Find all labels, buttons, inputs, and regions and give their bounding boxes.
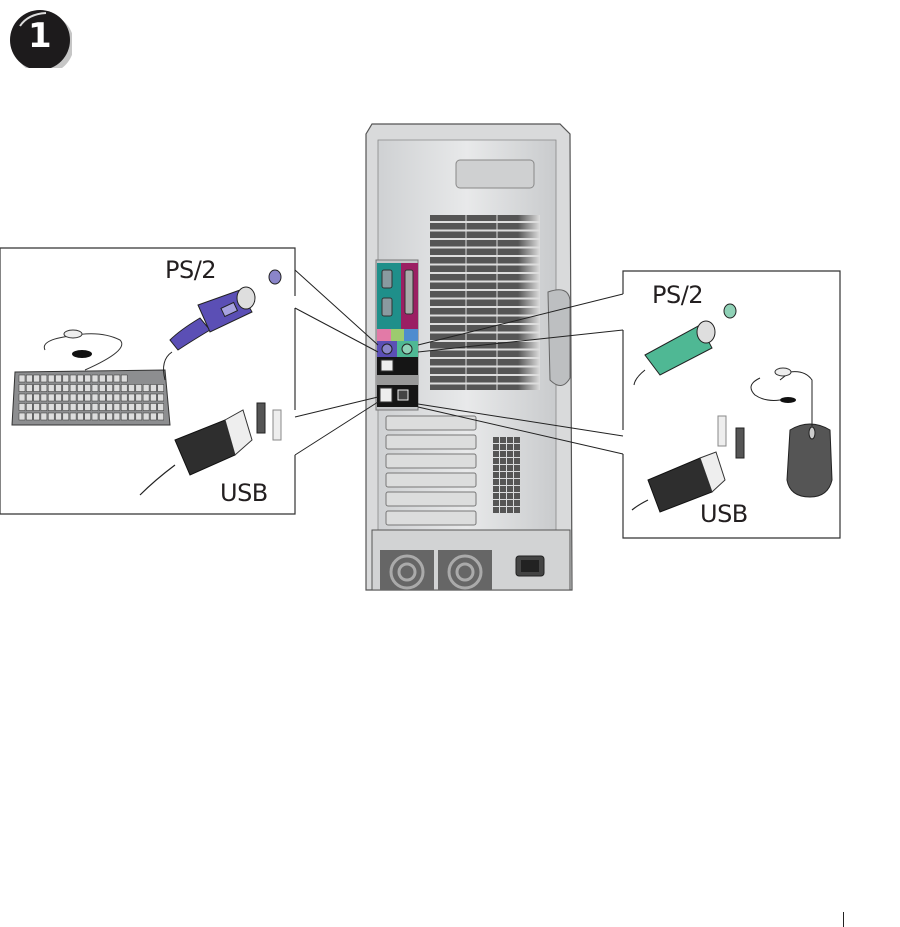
mouse-ps2-label: PS/2 [652, 281, 703, 309]
mouse-usb-label: USB [700, 500, 748, 528]
vent-grille [430, 215, 540, 390]
computer-back-panel [366, 124, 572, 590]
io-panel [376, 260, 418, 410]
psu-fan-left [380, 550, 434, 590]
keyboard-callout [0, 248, 378, 514]
page-footer-rule [843, 912, 844, 927]
step-number: 1 [28, 16, 52, 56]
psu-fan-right [438, 550, 492, 590]
power-connector [516, 556, 544, 576]
keyboard-ps2-label: PS/2 [165, 256, 216, 284]
step-number-badge: 1 [6, 8, 72, 68]
keyboard-usb-label: USB [220, 479, 268, 507]
